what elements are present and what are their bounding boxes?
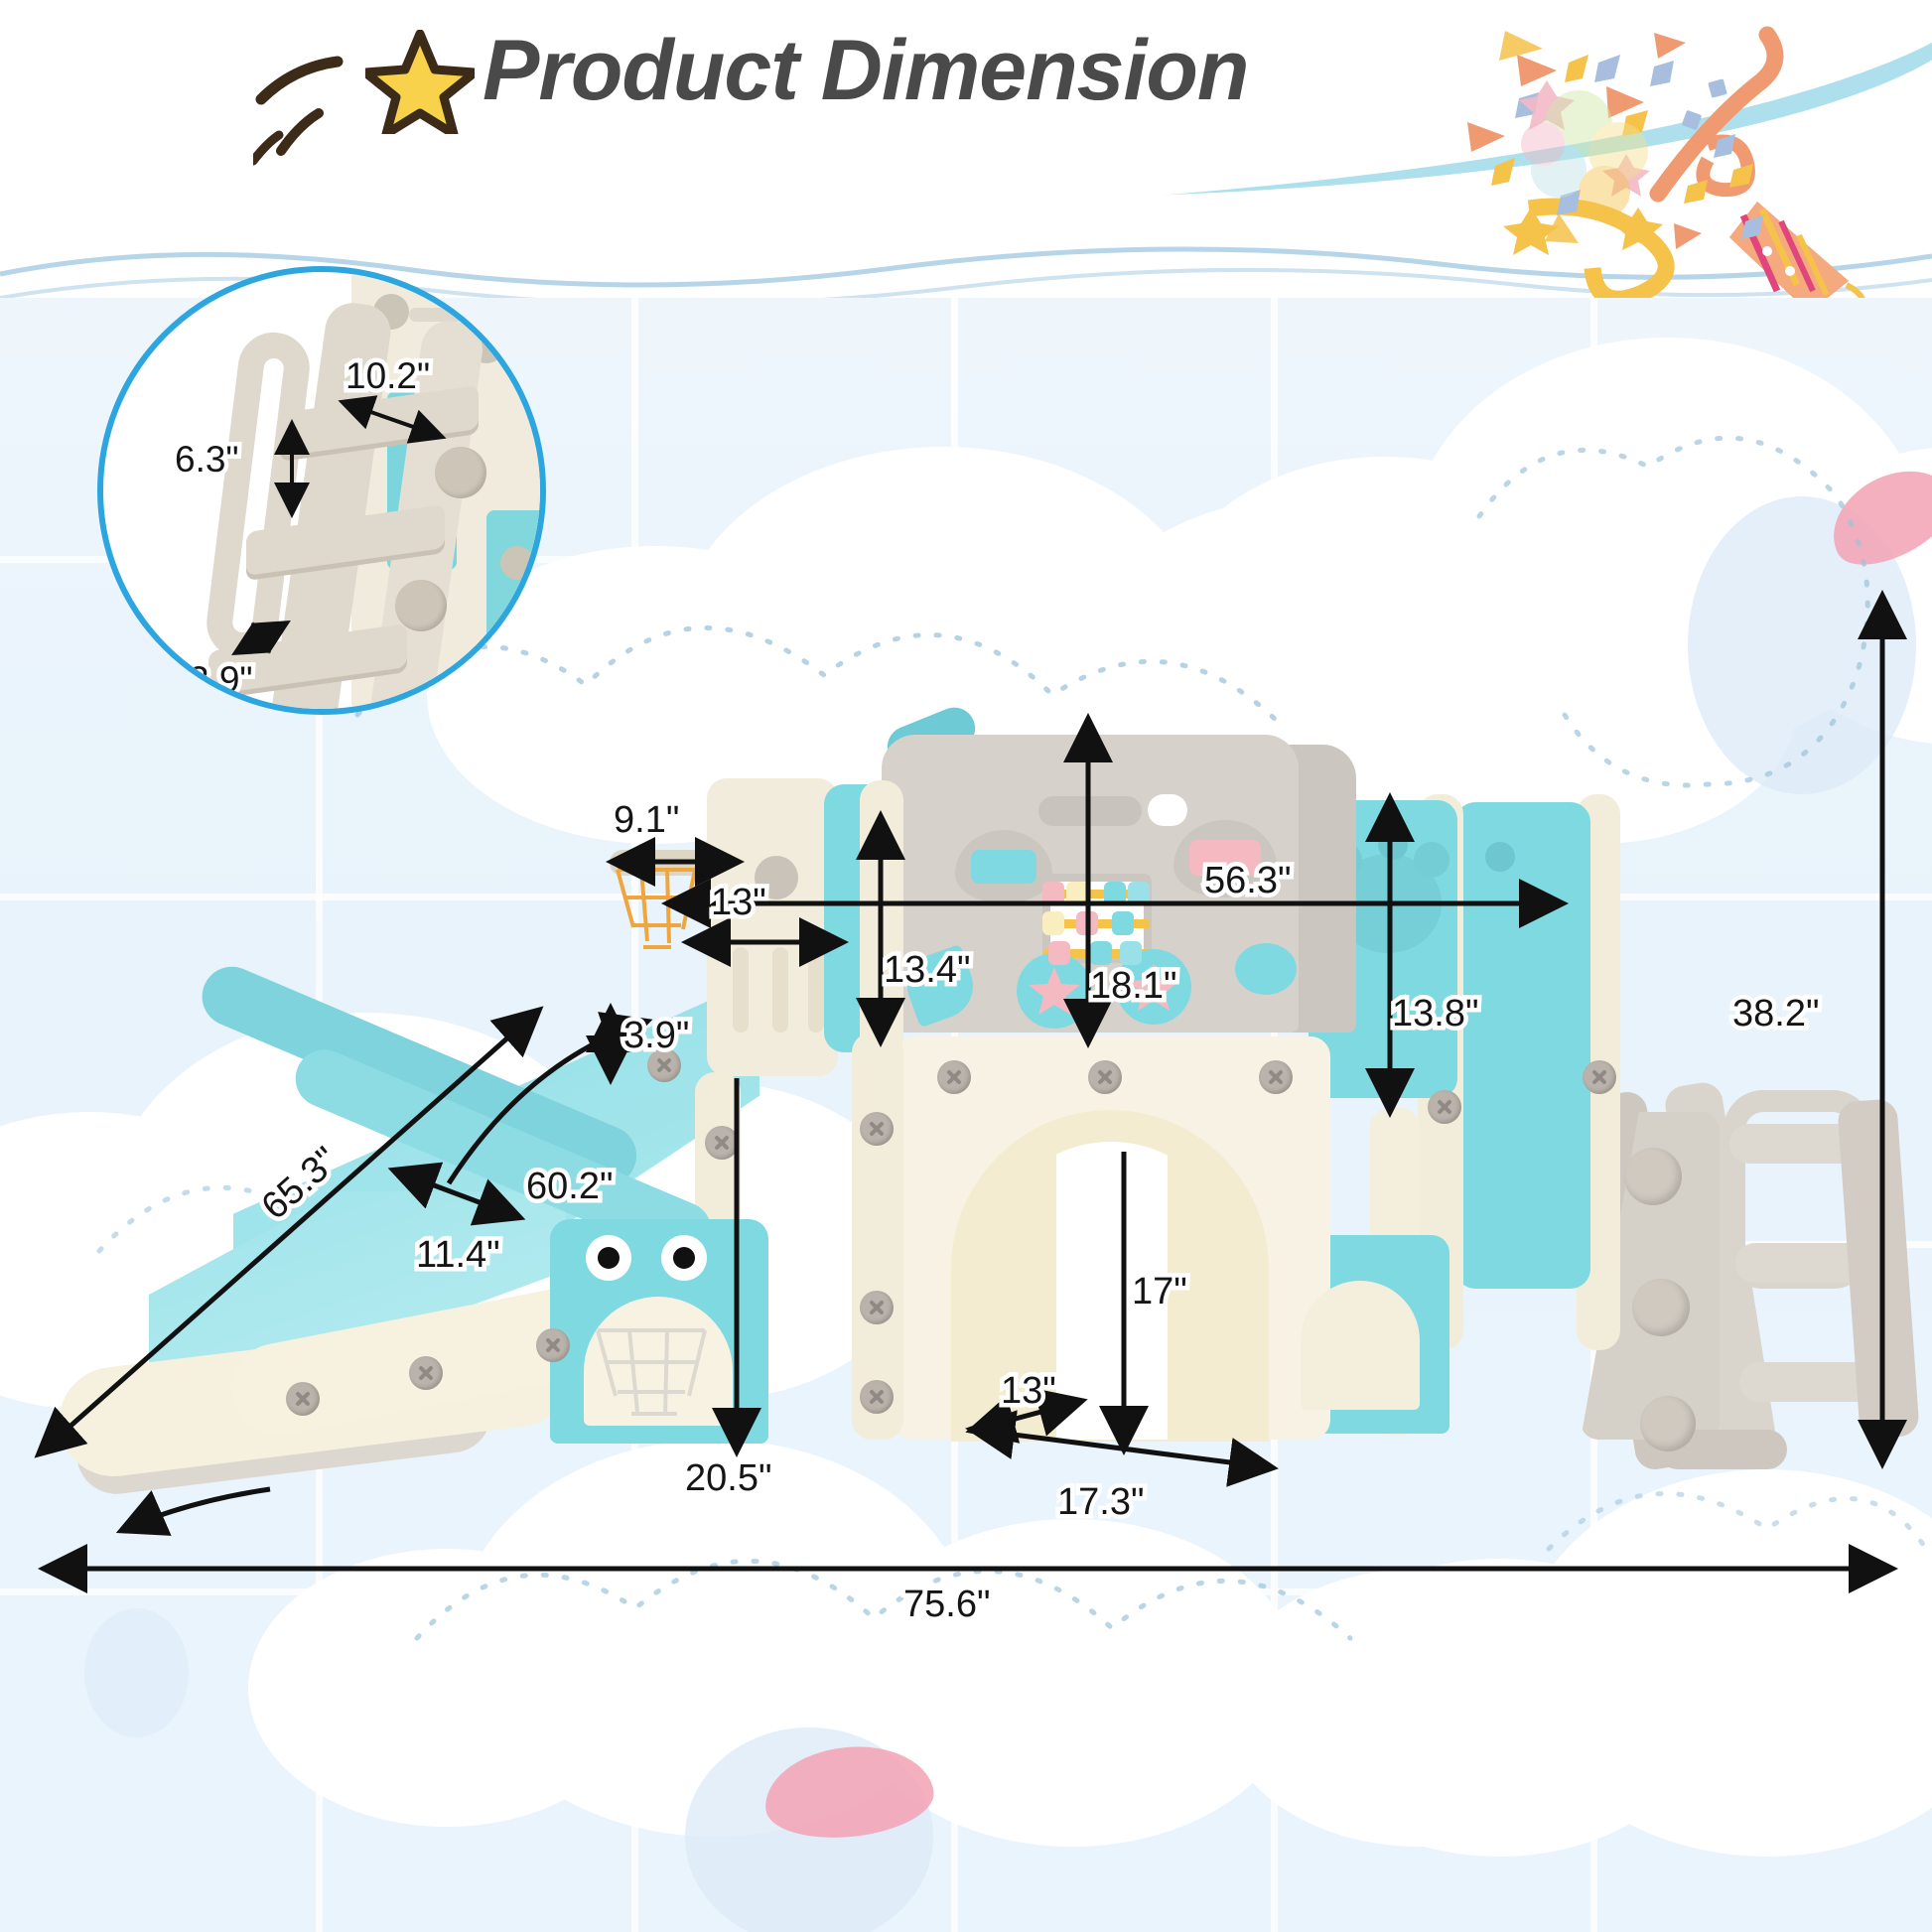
panel-screw	[409, 1356, 443, 1390]
ladder-slot	[409, 308, 475, 322]
dimension-label-step-depth: 3.9"	[185, 655, 258, 705]
abacus-bead	[1076, 911, 1098, 935]
abacus-bead	[1104, 882, 1126, 905]
abacus-bead	[1042, 882, 1064, 905]
dimension-label-13-top: 13"	[707, 878, 771, 928]
center-left-post	[852, 1033, 903, 1440]
panel-screw	[860, 1291, 894, 1324]
roller-toy-teal	[971, 850, 1036, 884]
basketball-net-icon	[616, 868, 697, 949]
ladder-knob	[395, 580, 447, 631]
dimension-label-step-width: 10.2"	[341, 351, 434, 401]
ladder-knob	[435, 447, 486, 498]
panel-screw	[937, 1060, 971, 1094]
inset-dimension-arrows	[231, 395, 447, 656]
dimension-label-13-bottom: 13"	[997, 1366, 1061, 1417]
dimension-label-11-4: 11.4"	[412, 1230, 505, 1281]
dimension-label-13-8: 13.8"	[1387, 989, 1483, 1039]
dimension-label-17-3: 17.3"	[1052, 1477, 1149, 1528]
dimension-label-3-9-slide: 3.9"	[619, 1011, 693, 1061]
star-icon	[1029, 967, 1080, 1015]
abacus-bead	[1120, 941, 1142, 965]
panel-screw	[536, 1328, 570, 1362]
roller-toy-pink	[1189, 840, 1261, 876]
dimension-label-60-2: 60.2"	[521, 1162, 618, 1212]
dimension-label-9-1: 9.1"	[609, 795, 683, 846]
panel-handle-hole	[1148, 794, 1187, 826]
panel-hole	[1485, 842, 1515, 872]
panel-screw	[705, 1126, 739, 1160]
panel-screw	[1583, 1060, 1616, 1094]
ladder-screw	[500, 546, 534, 580]
fish-emboss-teal	[1235, 943, 1297, 995]
panel-screw	[860, 1112, 894, 1146]
panel-screw	[647, 1048, 681, 1082]
panel-screw	[1259, 1060, 1293, 1094]
party-popper-icon	[1467, 26, 1865, 298]
star-icon	[365, 30, 475, 134]
abacus-bead	[1090, 941, 1112, 965]
page-title: Product Dimension	[478, 18, 1254, 123]
dimension-label-18-1: 18.1"	[1085, 961, 1181, 1012]
panel-screw	[860, 1380, 894, 1414]
arch-pillar-right	[1168, 1142, 1235, 1440]
tower-slot	[808, 947, 824, 1033]
dimension-label-38-2: 38.2"	[1727, 989, 1824, 1039]
header-banner: Product Dimension	[0, 0, 1932, 298]
crab-hoop-opening	[1301, 1281, 1420, 1410]
panel-handle-slot	[1038, 796, 1142, 826]
basketball-net-icon	[596, 1328, 707, 1416]
dimension-label-75-6: 75.6"	[898, 1580, 995, 1630]
abacus-bead	[1066, 882, 1088, 905]
tower-slot	[733, 947, 749, 1033]
crab-eye-pupil	[598, 1247, 620, 1269]
star-icon	[1128, 963, 1179, 1011]
right-teal-panel-b	[1455, 802, 1590, 1289]
panel-hole	[1378, 830, 1408, 860]
abacus-bead	[1048, 941, 1070, 965]
abacus-bead	[1128, 882, 1150, 905]
ladder-knob	[1632, 1279, 1690, 1336]
dimension-label-17: 17"	[1128, 1267, 1192, 1317]
dimension-label-step-rise: 6.3"	[171, 435, 244, 484]
tower-slot	[772, 947, 788, 1033]
panel-screw	[1088, 1060, 1122, 1094]
ladder-detail-inset: 10.2" 6.3" 3.9"	[97, 266, 546, 715]
decor-blob	[84, 1608, 189, 1737]
dimension-label-56-3: 56.3"	[1199, 856, 1296, 906]
abacus-bead	[1042, 911, 1064, 935]
bear-ear-emboss	[1414, 842, 1449, 878]
ladder-knob	[1624, 1148, 1682, 1205]
dimension-label-20-5: 20.5"	[680, 1453, 776, 1504]
center-left-post-upper	[860, 780, 903, 1056]
dimension-label-13-4: 13.4"	[879, 945, 975, 996]
abacus-bead	[1112, 911, 1134, 935]
panel-screw	[286, 1382, 320, 1416]
ladder-knob	[1640, 1396, 1696, 1451]
crab-eye-pupil	[673, 1247, 695, 1269]
speed-lines-icon	[253, 56, 344, 166]
panel-screw	[1428, 1090, 1461, 1124]
